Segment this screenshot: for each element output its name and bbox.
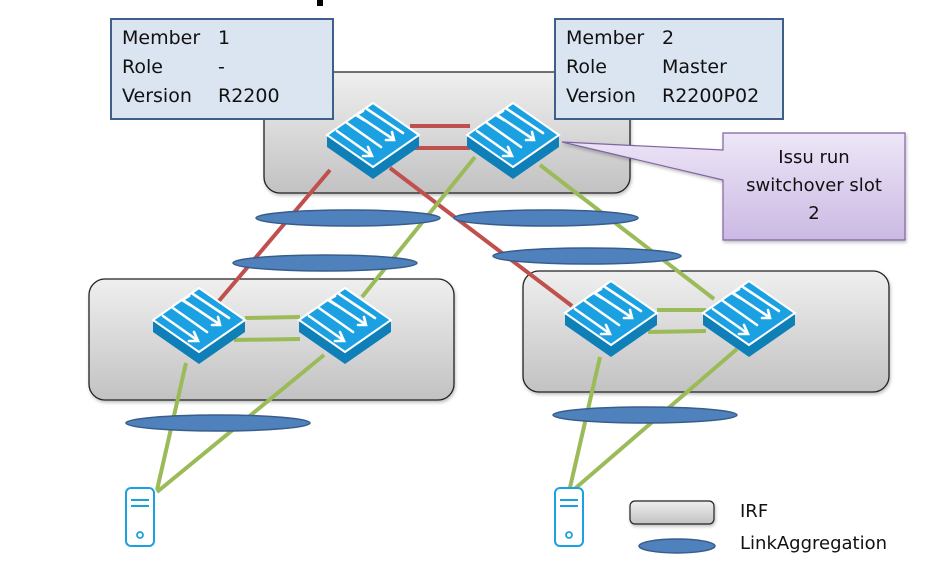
role-value: Master bbox=[662, 56, 727, 78]
link-aggregation-core-left-upper bbox=[255, 209, 441, 227]
member-1-info-box: Member 1 Role - Version R2200 bbox=[110, 18, 334, 120]
link-core2-right2 bbox=[538, 163, 716, 301]
irf-link-left-bottom bbox=[233, 337, 301, 342]
link-aggregation-right-server bbox=[552, 406, 738, 424]
server-icon-left[interactable] bbox=[125, 487, 155, 547]
member-2-info-box: Member 2 Role Master Version R2200P02 bbox=[554, 18, 784, 120]
member-row: Member 1 bbox=[122, 24, 332, 53]
legend-irf-label: IRF bbox=[740, 501, 769, 522]
role-row: Role Master bbox=[566, 53, 782, 82]
member-value: 1 bbox=[218, 27, 231, 49]
link-core2-left2 bbox=[360, 155, 477, 299]
callout-bubble bbox=[561, 132, 906, 241]
version-row: Version R2200 bbox=[122, 82, 332, 111]
callout-line: Issu run bbox=[778, 147, 850, 168]
callout-line: 2 bbox=[808, 203, 820, 224]
title-fragment bbox=[317, 0, 323, 6]
callout-line: switchover slot bbox=[746, 175, 882, 196]
version-label: Version bbox=[122, 85, 192, 107]
irf-link-left-top bbox=[244, 315, 301, 320]
role-label: Role bbox=[566, 56, 607, 78]
member-row: Member 2 bbox=[566, 24, 782, 53]
role-row: Role - bbox=[122, 53, 332, 82]
link-aggregation-left-server bbox=[125, 414, 311, 432]
member-label: Member bbox=[122, 27, 201, 49]
link-core1-left1 bbox=[216, 168, 332, 304]
role-label: Role bbox=[122, 56, 163, 78]
legend-link-aggregation-symbol bbox=[638, 538, 716, 554]
link-aggregation-core-right-upper bbox=[453, 209, 639, 227]
legend-irf-symbol bbox=[629, 500, 715, 525]
link-right1-server bbox=[567, 356, 602, 493]
member-label: Member bbox=[566, 27, 645, 49]
role-value: - bbox=[218, 56, 225, 78]
link-core1-right1 bbox=[388, 166, 574, 308]
version-value: R2200P02 bbox=[662, 85, 760, 107]
version-label: Version bbox=[566, 85, 636, 107]
server-icon-right[interactable] bbox=[554, 487, 584, 547]
version-value: R2200 bbox=[218, 85, 280, 107]
callout-text: Issu run switchover slot 2 bbox=[723, 144, 905, 228]
member-value: 2 bbox=[662, 27, 675, 49]
legend-link-aggregation-label: LinkAggregation bbox=[740, 533, 888, 554]
link-aggregation-core-left-lower bbox=[232, 254, 418, 272]
version-row: Version R2200P02 bbox=[566, 82, 782, 111]
link-aggregation-core-right-lower bbox=[492, 247, 682, 265]
irf-link-right-bottom bbox=[647, 329, 707, 334]
